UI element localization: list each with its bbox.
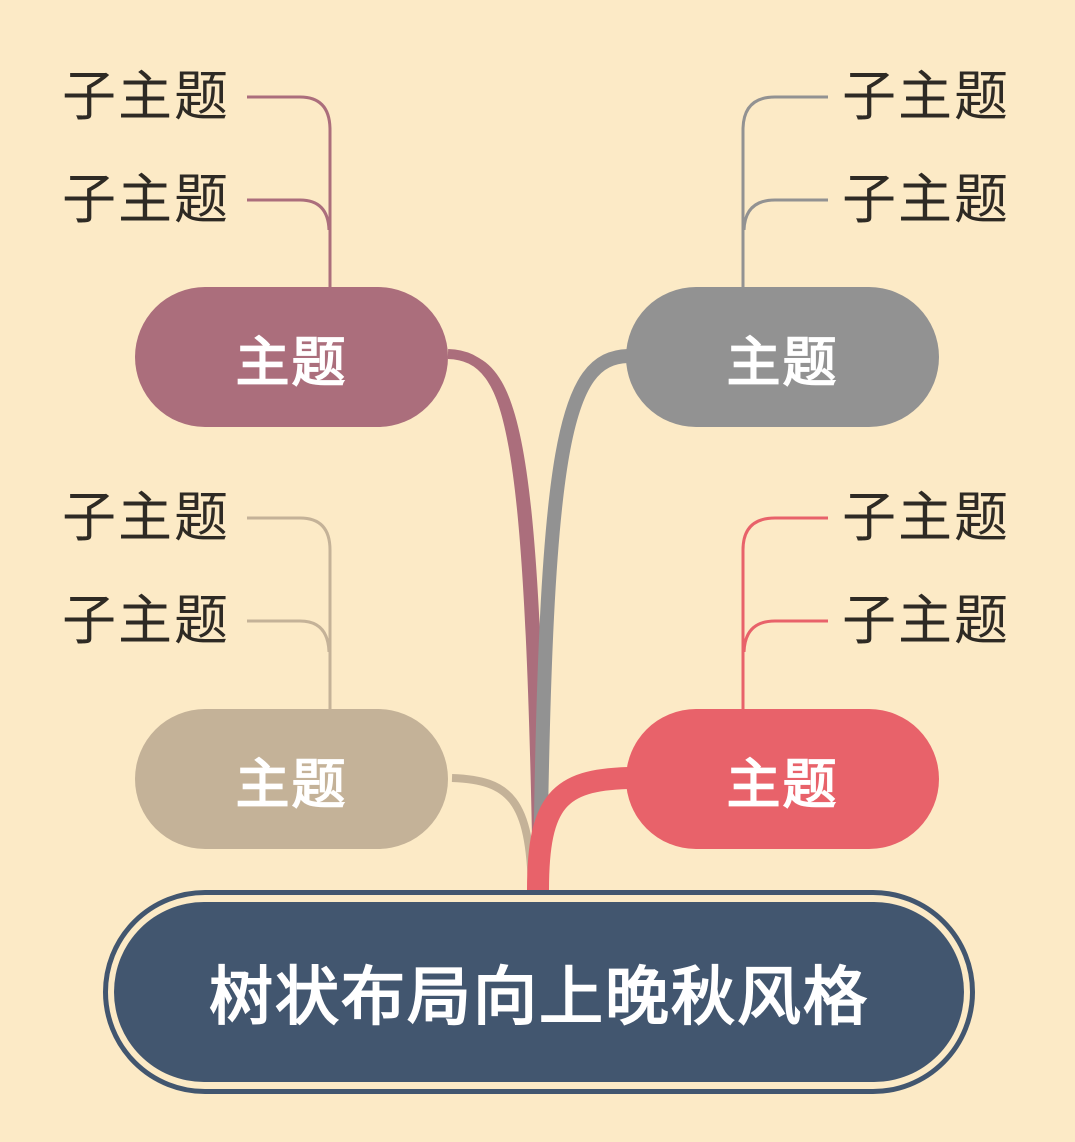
topic-label: 主题 [726,330,839,394]
subtopic-node[interactable]: 子主题 [62,486,230,549]
subtopic-line [741,95,828,288]
topic-label: 主题 [726,752,839,816]
branch-line-top-right [533,349,629,891]
subtopic-node[interactable]: 子主题 [62,168,230,231]
root-node[interactable]: 树状布局向上晚秋风格 [114,902,964,1082]
topic-node-top-right[interactable]: 主题 [626,287,939,427]
subtopic-line [247,516,332,709]
subtopic-line [247,95,332,288]
subtopic-line [247,619,331,653]
root-node-border [103,890,975,1094]
topic-node-top-left[interactable]: 主题 [135,287,448,427]
subtopic-node[interactable]: 子主题 [842,486,1010,549]
branch-line-bottom-left [451,774,536,891]
subtopic-line [741,516,828,709]
topic-label: 主题 [235,752,348,816]
root-label: 树状布局向上晚秋风格 [209,961,869,1035]
subtopic-line [742,619,828,653]
subtopic-node[interactable]: 子主题 [62,65,230,128]
branch-line-bottom-right [527,767,629,891]
subtopic-line [247,198,331,231]
topic-node-bottom-left[interactable]: 主题 [135,709,448,849]
topic-node-bottom-right[interactable]: 主题 [626,709,939,849]
topic-label: 主题 [235,330,348,394]
subtopic-node[interactable]: 子主题 [62,589,230,652]
subtopic-line [742,198,828,231]
subtopic-node[interactable]: 子主题 [842,65,1010,128]
subtopic-node[interactable]: 子主题 [842,168,1010,231]
subtopic-node[interactable]: 子主题 [842,589,1010,652]
